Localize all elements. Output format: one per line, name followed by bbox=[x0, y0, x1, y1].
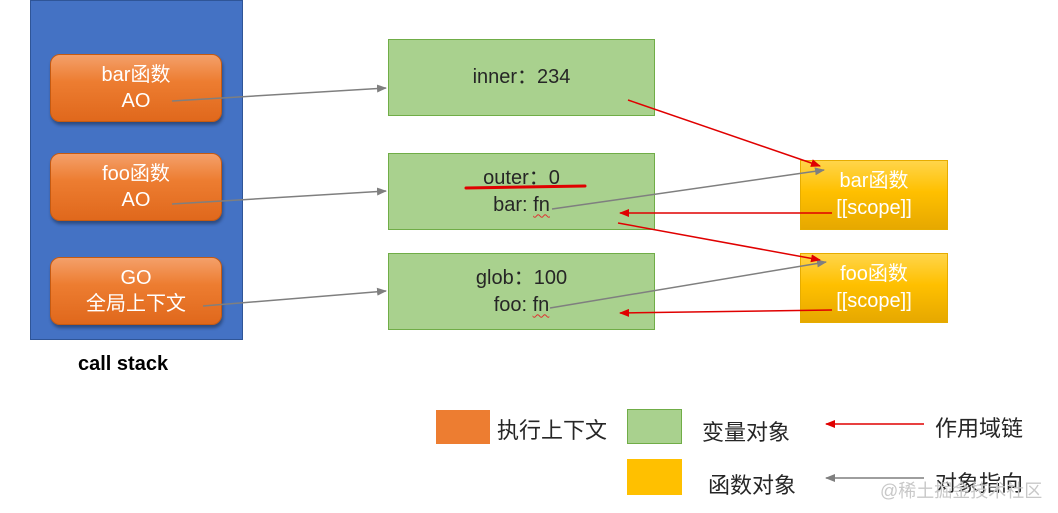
foo-function-object: foo函数 [[scope]] bbox=[800, 253, 948, 323]
legend-exec-context-swatch bbox=[436, 410, 490, 444]
pointer-arrow-bar-fn bbox=[551, 167, 825, 210]
legend-exec-context-label: 执行上下文 bbox=[497, 418, 608, 443]
bar-function-ref-value: fn bbox=[533, 193, 550, 216]
foo-ao-frame-subtitle: AO bbox=[121, 189, 151, 211]
bar-function-object-scope: [[scope]] bbox=[836, 197, 912, 219]
bar-ao-frame: bar函数 AO bbox=[50, 54, 222, 122]
legend-function-object-swatch bbox=[627, 459, 682, 495]
bar-function-object-title: bar函数 bbox=[839, 170, 909, 192]
call-stack-caption: call stack bbox=[78, 353, 169, 375]
pointer-arrow-bar-ao bbox=[171, 84, 387, 102]
scope-arrow-inner-to-bar bbox=[627, 99, 821, 167]
foo-variable-object: outer：0 bar: fn bbox=[388, 153, 655, 230]
foo-function-ref-value: fn bbox=[532, 293, 550, 316]
global-context-subtitle: 全局上下文 bbox=[86, 293, 186, 315]
outer-variable: outer：0 bbox=[483, 166, 560, 189]
scope-arrow-foo-scope bbox=[619, 308, 833, 317]
global-context-frame: GO 全局上下文 bbox=[50, 257, 222, 325]
foo-ao-frame-title: foo函数 bbox=[102, 163, 170, 185]
legend-variable-object-label: 变量对象 bbox=[702, 420, 791, 445]
glob-variable: glob：100 bbox=[475, 266, 568, 289]
outer-underline bbox=[464, 184, 587, 190]
foo-function-object-scope: [[scope]] bbox=[836, 290, 912, 312]
legend-scope-chain-label: 作用域链 bbox=[935, 416, 1024, 441]
inner-variable: inner：234 bbox=[472, 66, 571, 88]
legend-variable-object-swatch bbox=[627, 409, 682, 444]
foo-function-ref-key: foo: bbox=[493, 293, 533, 316]
bar-variable-object: inner：234 bbox=[388, 39, 655, 116]
global-context-title: GO bbox=[120, 267, 152, 289]
pointer-arrow-global bbox=[202, 287, 387, 307]
bar-function-ref: bar: fn bbox=[493, 192, 550, 219]
foo-ao-frame: foo函数 AO bbox=[50, 153, 222, 221]
foo-function-object-title: foo函数 bbox=[840, 263, 908, 285]
legend-object-pointer-label: 对象指向 bbox=[935, 471, 1024, 496]
bar-function-ref-key: bar: bbox=[493, 193, 534, 216]
foo-function-ref: foo: fn bbox=[494, 292, 550, 319]
bar-ao-frame-title: bar函数 bbox=[101, 64, 171, 86]
scope-arrow-foo-vo-to-foo bbox=[617, 222, 821, 263]
legend-function-object-label: 函数对象 bbox=[708, 473, 797, 498]
watermark: @稀土掘金技术社区 bbox=[880, 481, 1043, 501]
pointer-arrow-foo-ao bbox=[171, 187, 387, 205]
bar-ao-frame-subtitle: AO bbox=[121, 90, 151, 112]
global-variable-object: glob：100 foo: fn bbox=[388, 253, 655, 330]
pointer-arrow-foo-fn bbox=[549, 259, 827, 309]
